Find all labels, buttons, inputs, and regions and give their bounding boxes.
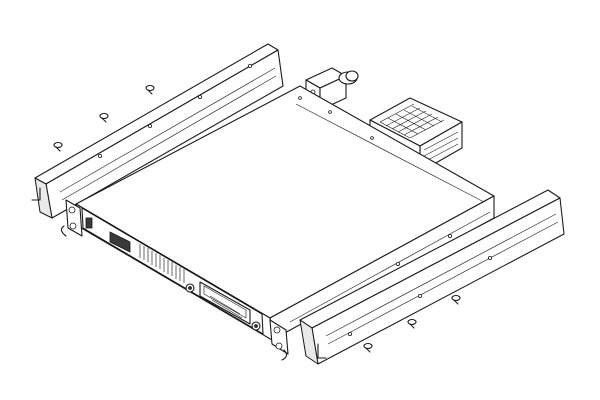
rack-ear-left <box>60 199 83 237</box>
front-vents <box>139 244 185 283</box>
mounting-screw-icon <box>99 112 109 123</box>
left-slide-rail <box>31 43 284 219</box>
rack-ear-right <box>269 319 289 361</box>
power-switch-icon <box>85 217 93 229</box>
brand-logo <box>109 231 131 253</box>
mounting-screw-icon <box>53 141 63 152</box>
adjust-knob-icon <box>251 321 261 331</box>
mounting-screw-icon <box>145 84 155 95</box>
mounting-screw-icon <box>363 342 373 353</box>
mounting-screw-group-left <box>53 84 155 152</box>
right-slide-rail <box>299 189 565 365</box>
chassis <box>75 85 495 341</box>
adjust-knob-icon <box>185 283 195 293</box>
mounting-screw-group-right <box>363 294 461 353</box>
front-panel-display <box>199 281 251 325</box>
mounting-screw-icon <box>451 294 461 305</box>
mounting-screw-icon <box>407 318 417 329</box>
